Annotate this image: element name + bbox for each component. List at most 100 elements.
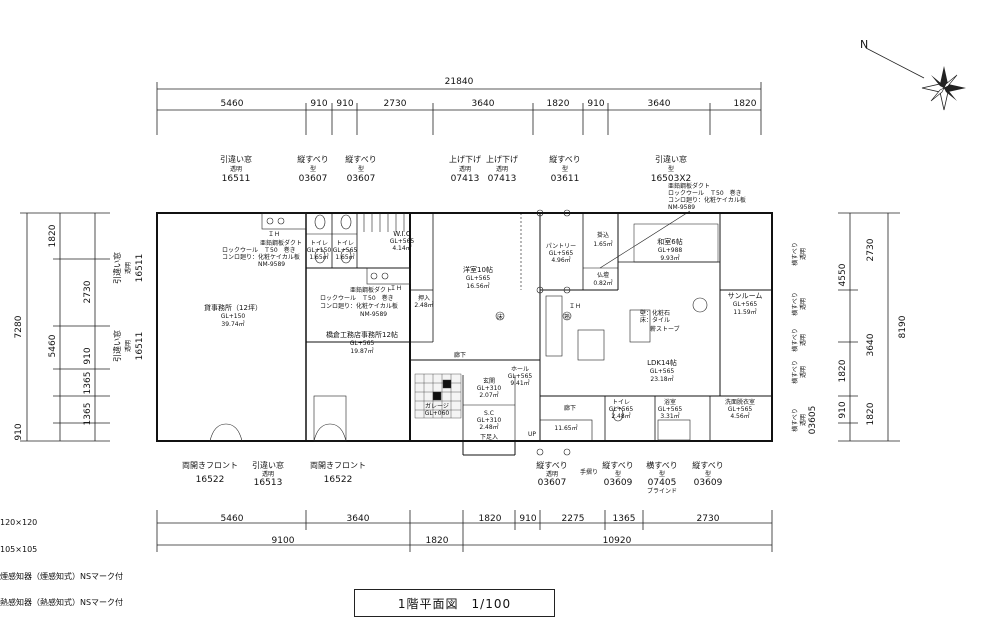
window-name: 横すべり: [791, 242, 799, 266]
dim-top: 2730: [384, 99, 407, 109]
window-name: 横すべり: [646, 460, 677, 470]
room-kakou-name: 掛込: [597, 231, 609, 239]
dim-top: 5460: [221, 99, 244, 109]
room-sunroom-name: サンルーム: [728, 292, 763, 300]
room-washitsu-gl: GL+988: [658, 247, 683, 254]
label-rouka2: 廊下: [564, 404, 576, 412]
room-toilet1-name: トイレ: [310, 240, 328, 247]
window-code: 16503X2: [651, 174, 692, 184]
window-sub: 透明: [799, 298, 807, 310]
dim-right: 2730: [866, 238, 876, 261]
room-toilet2-area: 1.65㎡: [335, 253, 354, 261]
window-code: 03609: [694, 478, 723, 488]
dim-left: 1820: [48, 224, 58, 247]
window-sub: 透明: [262, 470, 274, 478]
bottom-window-labels: 両開きフロント 16522 引違い窓 透明 16513 両開きフロント 1652…: [182, 460, 724, 495]
room-toilet3-area: 2.48㎡: [611, 412, 630, 420]
room-youshitsu-gl: GL+565: [466, 275, 491, 282]
room-sunroom-gl: GL+565: [733, 301, 758, 308]
window-name: 縦すべり: [297, 154, 328, 164]
window-sub: 透明: [546, 470, 558, 478]
dim-right: 3640: [866, 333, 876, 356]
room-toilet3-gl: GL+565: [609, 406, 634, 413]
window-code: 07413: [451, 174, 480, 184]
dim-top-total: 21840: [445, 77, 474, 87]
window-name: 引違い窓: [220, 154, 252, 164]
window-sub: 透明: [799, 366, 807, 378]
window-name: 横すべり: [791, 360, 799, 384]
window-code: 07413: [488, 174, 517, 184]
window-sub: 透明: [459, 165, 471, 173]
window-code: 16511: [222, 174, 251, 184]
label-ih3: ＩＨ: [569, 303, 581, 310]
window-sub: 型: [659, 470, 665, 478]
room-bath-name: 浴室: [664, 398, 676, 406]
room-office-name: 貸事務所（12坪）: [204, 303, 262, 312]
duct-note-line: コンロ廻り：化粧ケイカル板: [320, 302, 398, 310]
window-sub: 透明: [799, 334, 807, 346]
window-sub: 型: [358, 165, 364, 173]
legend-item: 105×105: [0, 545, 38, 554]
duct-note-line: NM-9589: [258, 261, 285, 268]
duct-note-mid: 亜鉛鋼板ダクト ロックウール Ｔ50 巻き コンロ廻り：化粧ケイカル板 NM-9…: [320, 286, 398, 318]
window-name: 縦すべり: [602, 460, 633, 470]
window-sub: 透明: [799, 414, 807, 426]
window-name: 横すべり: [791, 408, 799, 432]
dim-top: 3640: [472, 99, 495, 109]
room-toilet2-name: トイレ: [336, 240, 354, 247]
room-toilet1-gl: GL+150: [307, 247, 332, 254]
label-ih2: ＩＨ: [390, 285, 402, 292]
dim-left: 910: [83, 347, 93, 364]
legend-item: 熱感知器（熱感知式）NSマーク付: [0, 598, 124, 607]
window-name: 引違い窓: [112, 330, 122, 362]
window-sub: 透明: [799, 248, 807, 260]
dim-top-row: 5460 910 910 2730 3640 1820 910 3640 182…: [221, 99, 757, 109]
bottom-dimension-lines: [156, 510, 773, 552]
legend-item: 煙感知器（煙感知式）NSマーク付: [0, 572, 124, 581]
room-labels: 貸事務所（12坪） GL+150 39.74㎡ 橋倉工務店事務所12帖 GL+5…: [204, 230, 762, 441]
label-stove: 薪ストーブ: [650, 325, 680, 333]
window-name: 縦すべり: [536, 460, 567, 470]
window-name: 両開きフロント: [182, 461, 238, 470]
dim-bottom-total: 10920: [603, 536, 632, 546]
room-sc-gl: GL+310: [477, 417, 502, 424]
room-senmen-name: 洗面脱衣室: [725, 398, 755, 406]
window-code: 03609: [604, 478, 633, 488]
dim-bottom-total: 9100: [272, 536, 295, 546]
window-name: 縦すべり: [549, 154, 580, 164]
window-sub: 透明: [496, 165, 508, 173]
dim-top: 910: [310, 99, 327, 109]
room-butsuma-area: 0.82㎡: [593, 279, 612, 287]
room-koumuten-name: 橋倉工務店事務所12帖: [326, 330, 398, 339]
room-oshiire-area: 2.48㎡: [414, 301, 433, 309]
label-geta: 下足入: [480, 434, 498, 441]
dim-left: 2730: [83, 280, 93, 303]
label-rouka1: 廊下: [454, 351, 466, 359]
dim-bottom: 1365: [613, 514, 636, 524]
room-koumuten-area: 19.87㎡: [350, 347, 373, 355]
compass-icon: [865, 47, 966, 111]
label-heat: 熟: [564, 313, 570, 321]
right-dimension-lines: [838, 212, 900, 442]
window-name: 横すべり: [791, 328, 799, 352]
dim-right: 910: [838, 401, 848, 418]
dim-right: 1820: [838, 359, 848, 382]
room-stair-area: 11.65㎡: [554, 424, 577, 432]
dim-right: 4550: [838, 263, 848, 286]
room-youshitsu-name: 洋室10帖: [463, 265, 493, 274]
room-ldk-gl: GL+565: [650, 368, 675, 375]
window-code: 03611: [551, 174, 580, 184]
room-pantry-area: 4.96㎡: [551, 256, 570, 264]
room-office-gl: GL+150: [221, 313, 246, 320]
window-sub: 型: [562, 165, 568, 173]
duct-note-line: ロックウール Ｔ50 巻き: [320, 294, 394, 302]
room-hall-area: 9.41㎡: [510, 379, 529, 387]
window-name: 横すべり: [791, 292, 799, 316]
dim-bottom-row: 5460 3640 1820 910 2275 1365 2730 9100 1…: [221, 514, 720, 546]
duct-note-line: コンロ廻り：化粧ケイカル板: [222, 253, 300, 261]
room-wic-name: W.I.C: [393, 230, 411, 238]
dim-bottom: 5460: [221, 514, 244, 524]
window-sub: 透明: [124, 262, 132, 274]
room-washitsu-area: 9.93㎡: [660, 254, 679, 262]
